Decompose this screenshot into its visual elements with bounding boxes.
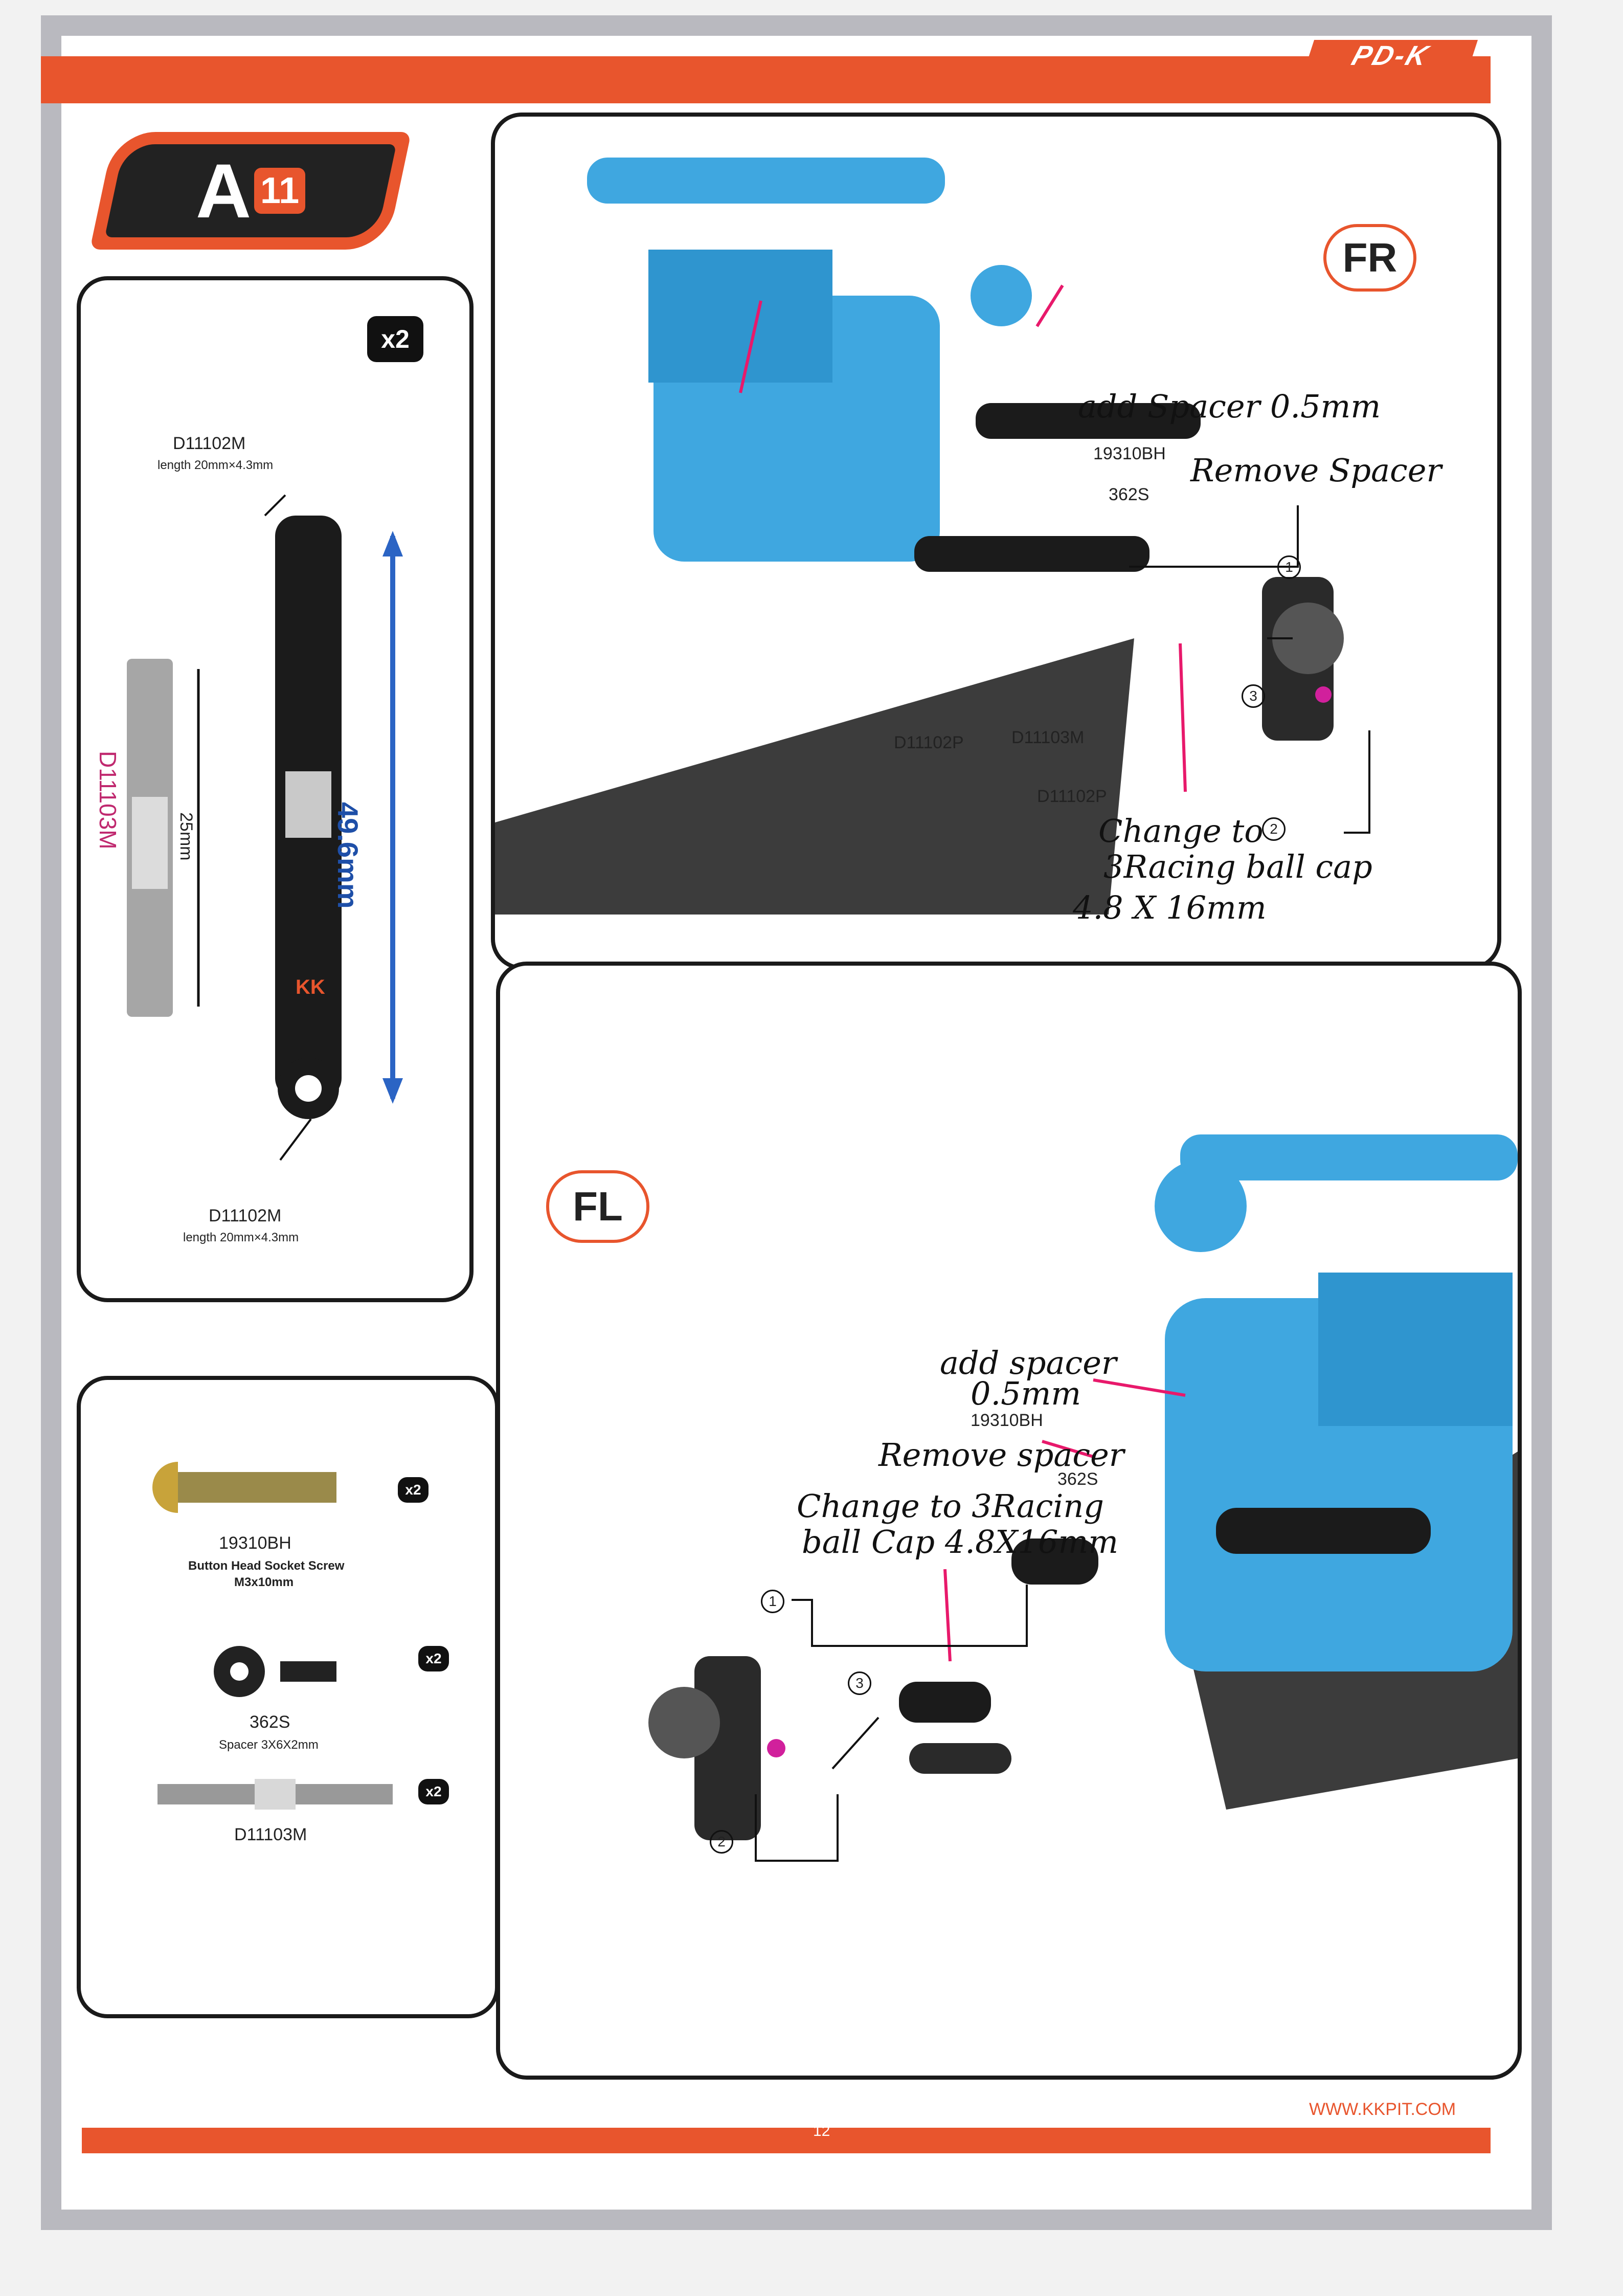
bottom-part-label: D11102M — [209, 1206, 282, 1225]
fl-marker-2: 2 — [710, 1830, 733, 1854]
fr-marker-1: 1 — [1277, 555, 1301, 579]
top-part-note: length 20mm×4.3mm — [157, 458, 274, 472]
logo-mark: KK — [296, 976, 325, 998]
fr-label-362s: 362S — [1109, 485, 1149, 504]
fl-note-change-1: Change to 3Racing — [797, 1487, 1104, 1525]
fl-note-add-1: add spacer — [940, 1344, 1117, 1381]
step-number: 11 — [254, 168, 306, 214]
fl-note-add-2: 0.5mm — [971, 1375, 1081, 1412]
fl-note-remove: Remove spacer — [878, 1436, 1124, 1474]
fr-note-change-3: 4.8 X 16mm — [1073, 889, 1267, 926]
fr-note-add: add Spacer 0.5mm — [1078, 388, 1381, 425]
screw-size: M3x10mm — [234, 1575, 294, 1589]
turnbuckle-label: D11103M — [95, 751, 121, 850]
screw-part: 19310BH — [219, 1533, 291, 1553]
top-part-label: D11102M — [173, 434, 246, 453]
bottom-part-note: length 20mm×4.3mm — [183, 1231, 299, 1244]
fl-label-19310bh: 19310BH — [971, 1411, 1043, 1430]
fr-label-19310bh: 19310BH — [1093, 444, 1166, 463]
screw-qty: x2 — [398, 1477, 429, 1503]
fr-marker-2: 2 — [1262, 817, 1286, 841]
rod-panel: x2 D11102M length 20mm×4.3mm KK 49.6mm 2… — [77, 276, 474, 1302]
fr-panel: FR add Spacer 0.5mm 19310BH Remove Space… — [491, 113, 1501, 970]
brand-logo: PD-K — [1303, 40, 1478, 72]
qty-badge: x2 — [367, 316, 423, 362]
total-length: 49.6mm — [332, 802, 364, 909]
fl-assembly-drawing — [648, 1134, 1518, 1862]
fl-tag: FL — [546, 1170, 649, 1243]
spacer-desc: Spacer 3X6X2mm — [219, 1738, 319, 1752]
fr-label-d11102p-b: D11102P — [1037, 787, 1107, 806]
page-number: 12 — [813, 2123, 830, 2139]
spacer-part: 362S — [250, 1712, 290, 1732]
fr-label-d11102p-a: D11102P — [894, 733, 964, 752]
screw-icon — [152, 1462, 336, 1513]
spacer-icon — [214, 1646, 336, 1697]
header-band — [41, 56, 1491, 103]
fr-marker-3: 3 — [1242, 684, 1265, 708]
turnbuckle-icon — [157, 1779, 393, 1810]
fr-tag: FR — [1323, 224, 1416, 292]
fl-marker-1: 1 — [761, 1590, 784, 1613]
spacer-qty: x2 — [418, 1646, 449, 1671]
fl-note-change-2: ball Cap 4.8X16mm — [802, 1523, 1119, 1561]
fr-label-d11103m: D11103M — [1011, 728, 1085, 747]
turnbuckle-length: 25mm — [176, 812, 196, 861]
fl-label-362s: 362S — [1057, 1469, 1098, 1489]
fr-assembly-drawing — [495, 158, 1370, 915]
footer-band — [82, 2128, 1491, 2153]
step-badge: A 11 — [89, 132, 412, 250]
fr-note-remove: Remove Spacer — [1190, 452, 1442, 489]
screw-desc: Button Head Socket Screw — [188, 1559, 345, 1573]
turnbuckle-qty: x2 — [418, 1779, 449, 1804]
fl-marker-3: 3 — [848, 1671, 871, 1695]
parts-panel: x2 19310BH Button Head Socket Screw M3x1… — [77, 1376, 499, 2018]
turnbuckle-part: D11103M — [234, 1825, 307, 1844]
fr-note-change-2: 3Racing ball cap — [1103, 848, 1372, 885]
fl-panel: FL add spacer 0.5mm 19310BH Remove space… — [496, 962, 1522, 2080]
rod-drawing — [127, 494, 403, 1161]
footer-website: WWW.KKPIT.COM — [1309, 2100, 1456, 2119]
step-letter: A — [195, 147, 252, 234]
fr-note-change-1: Change to — [1098, 812, 1264, 850]
